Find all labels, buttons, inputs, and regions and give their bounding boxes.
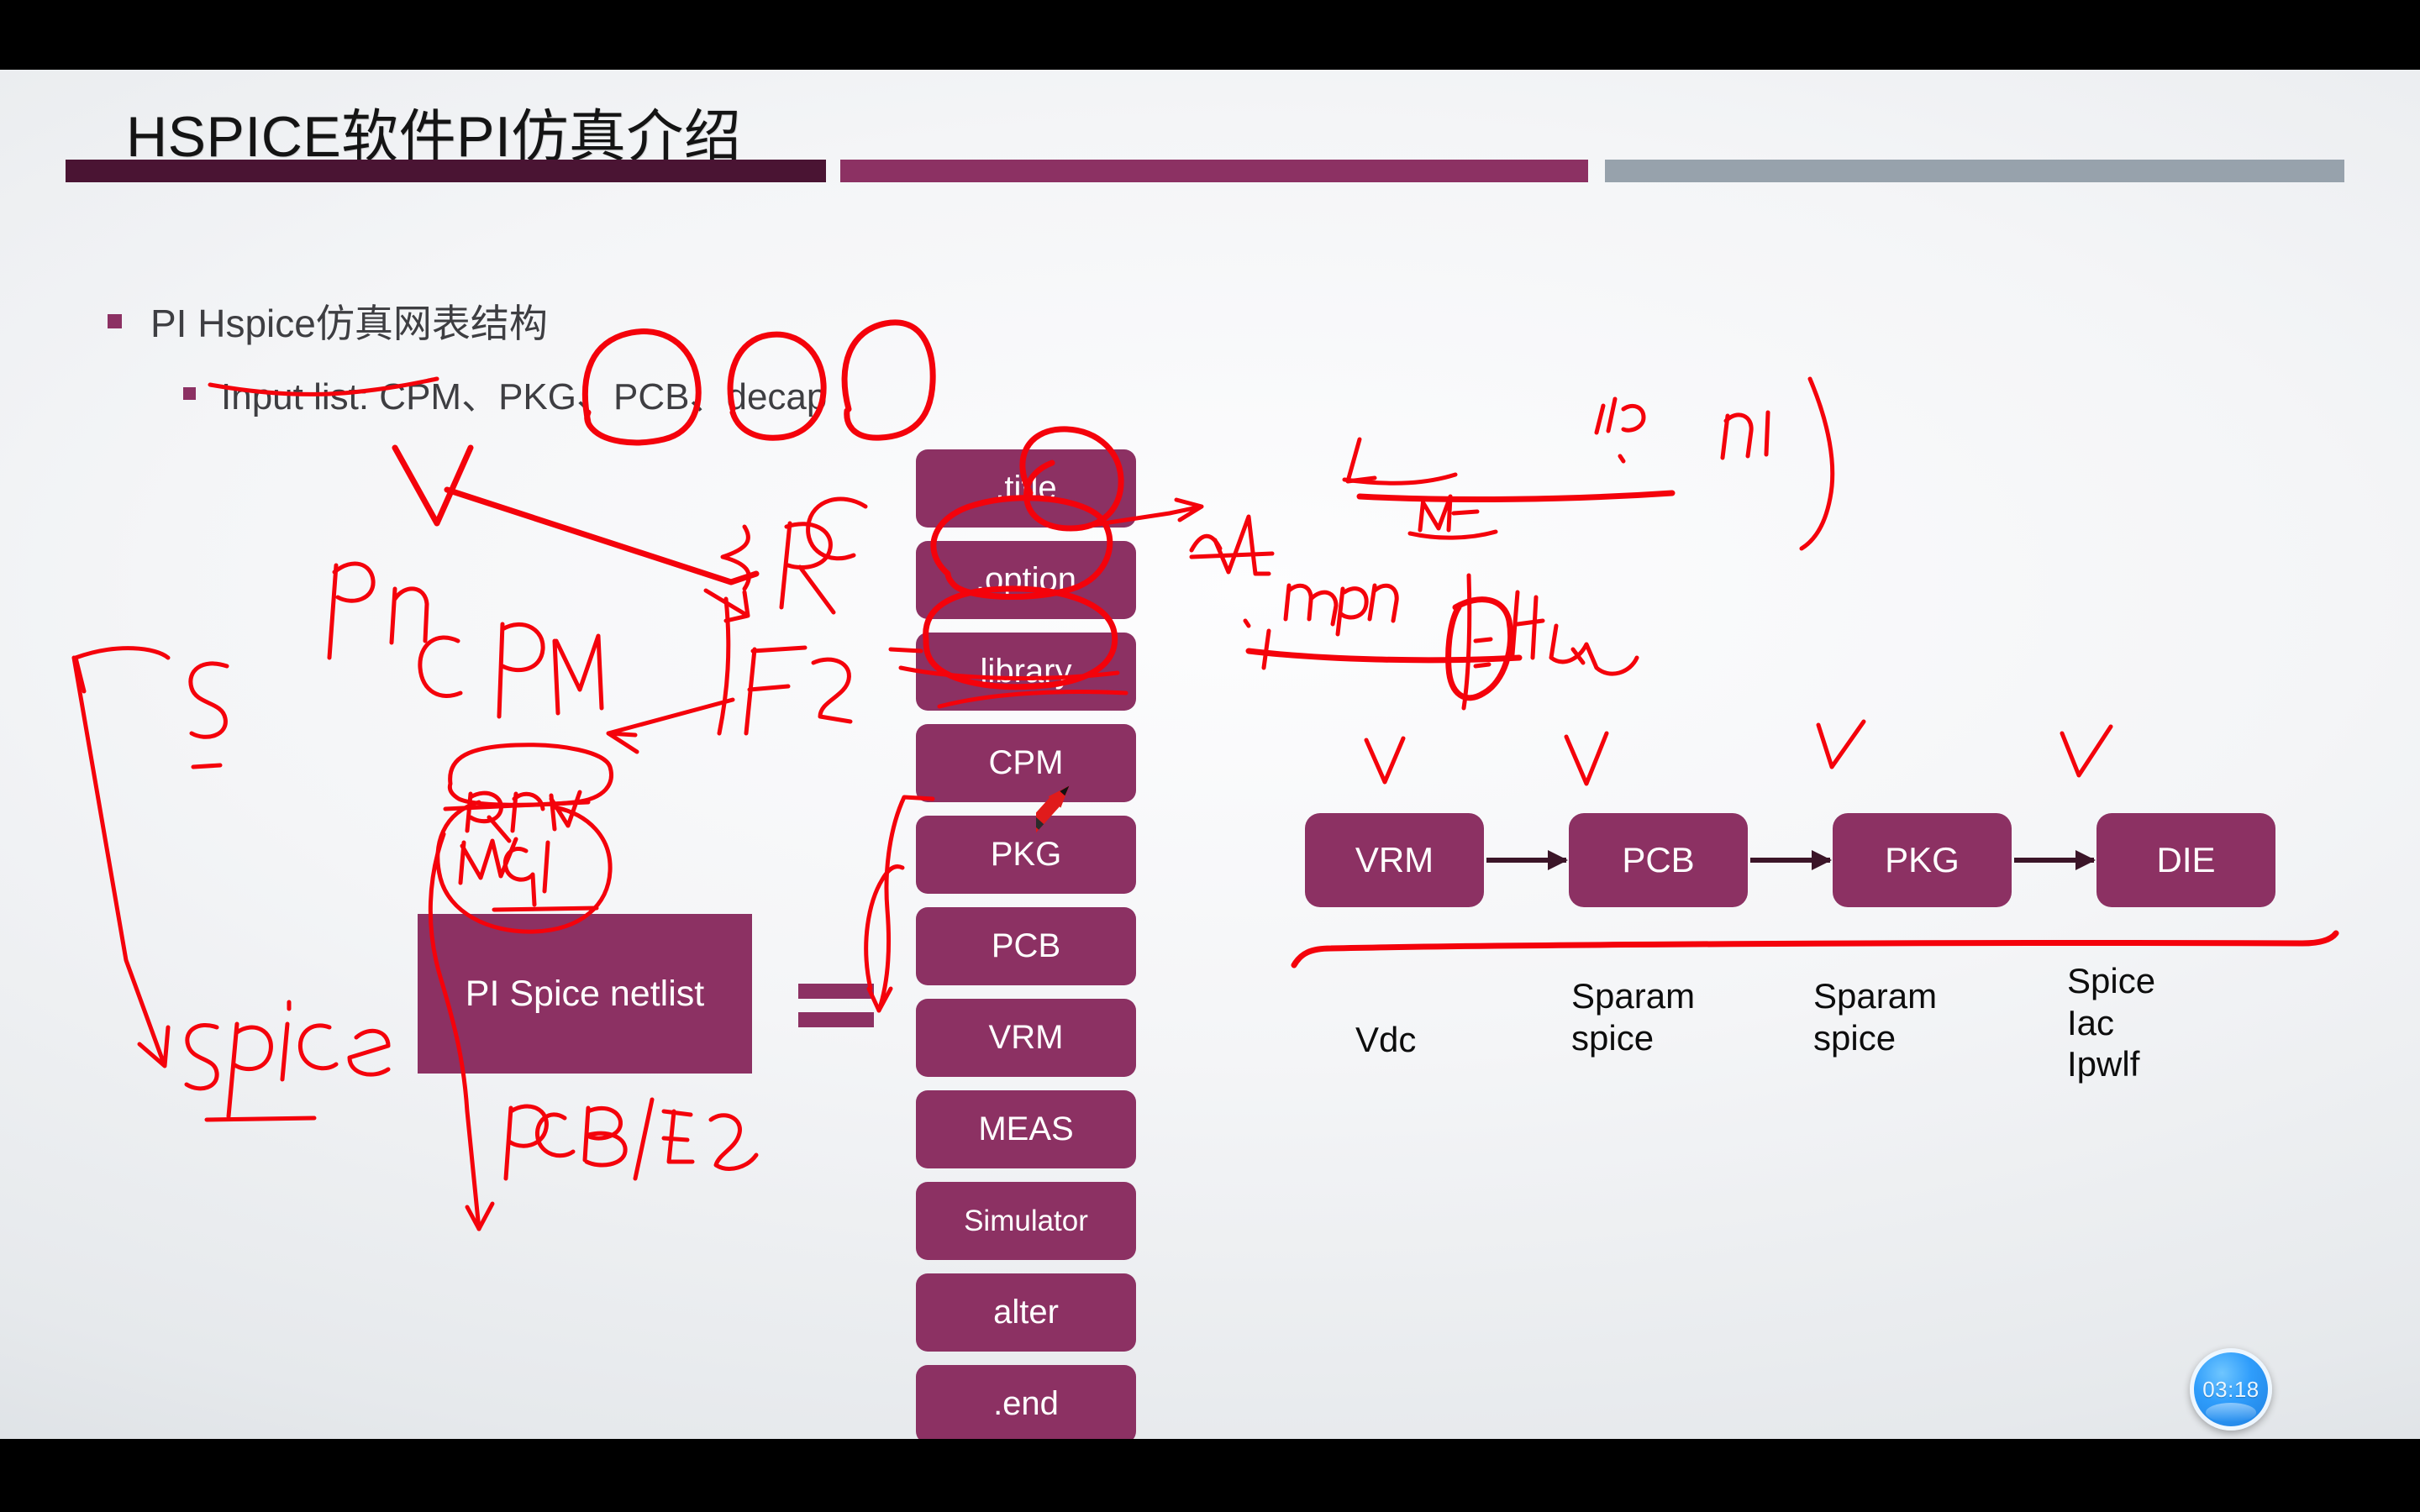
power-delivery-flow-diagram: VRM PCB PKG DIE (1305, 813, 2275, 907)
equals-bar-top (798, 984, 874, 999)
netlist-section-simulator[interactable]: Simulator (916, 1182, 1136, 1260)
flow-node-pkg[interactable]: PKG (1833, 813, 2012, 907)
netlist-section-label: library (980, 653, 1072, 690)
presentation-slide: HSPICE软件PI仿真介绍 PI Hspice仿真网表结构 Input lis… (0, 70, 2420, 1439)
flow-caption-line: Vdc (1355, 1020, 1417, 1059)
netlist-section-end[interactable]: .end (916, 1365, 1136, 1439)
bullet-level1-label: PI Hspice仿真网表结构 (150, 302, 548, 345)
flow-node-label: VRM (1355, 840, 1434, 879)
flow-caption-line: Spice (2067, 961, 2156, 1000)
netlist-section-cpm[interactable]: CPM (916, 724, 1136, 802)
flow-caption-line: Ipwlf (2067, 1044, 2140, 1084)
flow-caption-line: Sparam (1571, 976, 1696, 1016)
flow-caption-line: Iac (2067, 1002, 2115, 1042)
netlist-section-label: PCB (991, 927, 1061, 964)
netlist-section-label: PKG (990, 836, 1062, 873)
flow-caption-die: Spice Iac Ipwlf (2067, 960, 2155, 1085)
netlist-section-label: MEAS (978, 1110, 1074, 1147)
netlist-section-label: .option (975, 561, 1077, 598)
netlist-section-pkg[interactable]: PKG (916, 816, 1136, 894)
pi-spice-netlist-label: PI Spice netlist (465, 973, 705, 1014)
red-pen-cursor-icon (1036, 785, 1070, 869)
flow-node-pcb[interactable]: PCB (1569, 813, 1748, 907)
netlist-section-alter[interactable]: alter (916, 1273, 1136, 1352)
flow-caption-line: Sparam (1813, 976, 1938, 1016)
netlist-section-option[interactable]: .option (916, 541, 1136, 619)
flow-caption-line: spice (1571, 1017, 1655, 1058)
flow-node-label: DIE (2156, 840, 2216, 879)
pi-spice-netlist-box: PI Spice netlist (418, 914, 752, 1074)
timer-badge[interactable]: 03:18 (2190, 1348, 2272, 1431)
netlist-section-label: .title (995, 470, 1057, 507)
flow-arrow-icon (2014, 850, 2096, 870)
title-rule-accent (840, 160, 1588, 182)
flow-caption-pcb: Sparam spice (1571, 975, 1695, 1058)
flow-node-label: PKG (1885, 840, 1960, 879)
bullet-square-icon (108, 313, 122, 328)
flow-caption-vrm: Vdc (1355, 1019, 1416, 1061)
netlist-section-pcb[interactable]: PCB (916, 907, 1136, 985)
flow-caption-line: spice (1813, 1017, 1897, 1058)
netlist-section-label: VRM (988, 1019, 1064, 1056)
netlist-section-title[interactable]: .title (916, 449, 1136, 528)
bullet-item-level1: PI Hspice仿真网表结构 (108, 293, 548, 349)
bullet-level2-label: Input list: CPM、PKG、PCB、decap (221, 376, 828, 417)
netlist-section-meas[interactable]: MEAS (916, 1090, 1136, 1168)
equals-sign (798, 984, 874, 1027)
ink-annotation-layer (71, 319, 2339, 1231)
netlist-section-label: Simulator (964, 1204, 1088, 1237)
bullet-square-icon (183, 386, 196, 400)
equals-bar-bottom (798, 1012, 874, 1027)
netlist-section-label: alter (993, 1294, 1059, 1331)
flow-arrow-icon (1486, 850, 1568, 870)
flow-caption-pkg: Sparam spice (1813, 975, 1937, 1058)
timer-value: 03:18 (2202, 1376, 2260, 1402)
netlist-section-vrm[interactable]: VRM (916, 999, 1136, 1077)
page-title: HSPICE软件PI仿真介绍 (126, 105, 742, 169)
flow-node-label: PCB (1622, 840, 1695, 879)
netlist-section-label: CPM (988, 744, 1064, 781)
title-rule-gray (1605, 160, 2344, 182)
flow-node-die[interactable]: DIE (2096, 813, 2275, 907)
title-rule-dark (66, 160, 826, 182)
flow-arrow-icon (1750, 850, 1832, 870)
bullet-item-level2: Input list: CPM、PKG、PCB、decap (183, 366, 827, 420)
netlist-section-label: .end (993, 1385, 1059, 1422)
flow-node-vrm[interactable]: VRM (1305, 813, 1484, 907)
netlist-section-library[interactable]: library (916, 633, 1136, 711)
